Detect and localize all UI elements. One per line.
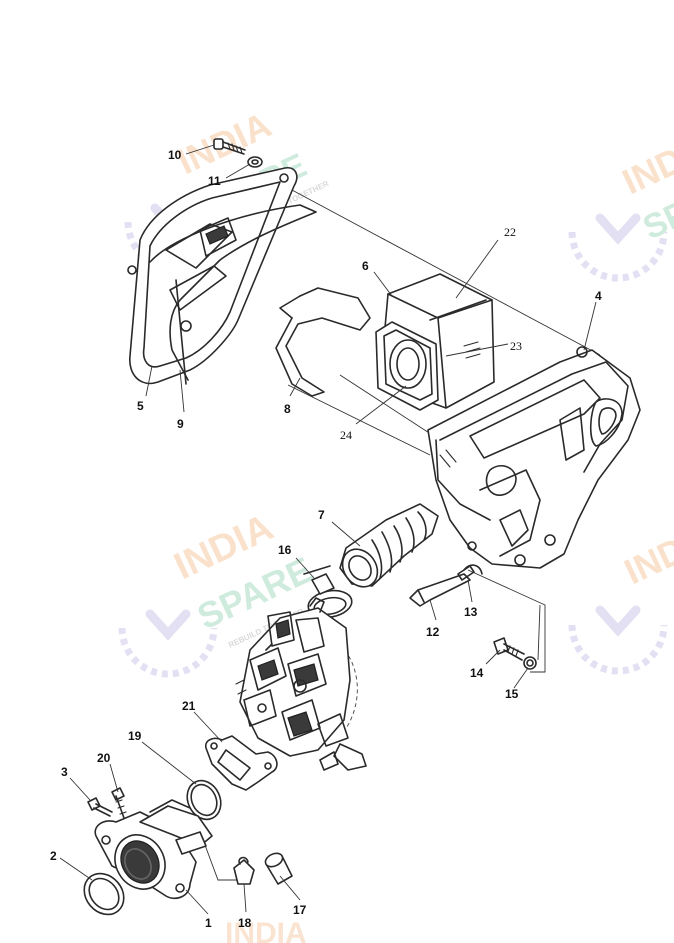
part-5-air-cleaner-cover — [127, 166, 298, 385]
watermark-top-right: INDIA SPARE — [568, 124, 674, 282]
watermark-line1: INDIA — [616, 124, 674, 203]
part-17-cap — [264, 852, 293, 885]
part-3-screw — [87, 797, 113, 817]
callout-13: 13 — [464, 605, 478, 619]
part-7-connecting-tube — [339, 503, 439, 588]
callout-21: 21 — [182, 699, 196, 713]
part-12-drain-plug — [409, 573, 471, 607]
watermark-middle-right: INDIA — [568, 514, 674, 675]
callout-10: 10 — [168, 148, 182, 162]
watermark-bottom: INDIA — [225, 917, 307, 943]
part-9-seal-wire — [149, 204, 317, 385]
callout-19: 19 — [128, 729, 142, 743]
callout-8: 8 — [284, 402, 291, 416]
callout-17: 17 — [293, 903, 307, 917]
part-6-filter-element — [375, 273, 495, 411]
callout-leader-lines — [59, 144, 597, 915]
part-18-clip — [233, 856, 255, 885]
callout-12: 12 — [426, 625, 440, 639]
callout-23: 23 — [510, 339, 522, 353]
part-11-washer — [247, 156, 263, 168]
callout-9: 9 — [177, 417, 184, 431]
part-8-wire-clip — [275, 287, 371, 397]
carburetor-assembly — [235, 597, 367, 771]
callout-labels: 10 11 22 6 4 23 24 5 9 8 7 16 12 13 14 1… — [50, 148, 602, 930]
part-15-nut — [523, 656, 537, 670]
part-13-clip — [457, 564, 483, 581]
callout-2: 2 — [50, 849, 57, 863]
callout-3: 3 — [61, 765, 68, 779]
part-1-intake-manifold — [94, 799, 213, 900]
watermark-line1: INDIA — [225, 917, 307, 943]
part-14-bolt — [493, 637, 525, 661]
callout-16: 16 — [278, 543, 292, 557]
callout-7: 7 — [318, 508, 325, 522]
part-19-o-ring — [186, 779, 222, 821]
part-21-gasket — [204, 735, 278, 791]
part-10-screw — [213, 138, 246, 155]
callout-6: 6 — [362, 259, 369, 273]
wrench-logo-icon — [118, 609, 218, 678]
wrench-logo-icon — [568, 605, 668, 675]
callout-11: 11 — [208, 174, 221, 188]
callout-22: 22 — [504, 225, 516, 239]
callout-24: 24 — [340, 428, 352, 442]
part-20-screw — [111, 787, 127, 819]
watermark-line1: INDIA — [618, 514, 674, 593]
part-2-o-ring — [83, 872, 125, 916]
callout-14: 14 — [470, 666, 484, 680]
callout-1: 1 — [205, 916, 212, 930]
callout-15: 15 — [505, 687, 519, 701]
callout-5: 5 — [137, 399, 144, 413]
part-4-air-cleaner-case — [427, 346, 641, 569]
callout-20: 20 — [97, 751, 111, 765]
callout-4: 4 — [595, 289, 602, 303]
wrench-logo-icon — [568, 213, 668, 282]
callout-18: 18 — [238, 916, 252, 930]
